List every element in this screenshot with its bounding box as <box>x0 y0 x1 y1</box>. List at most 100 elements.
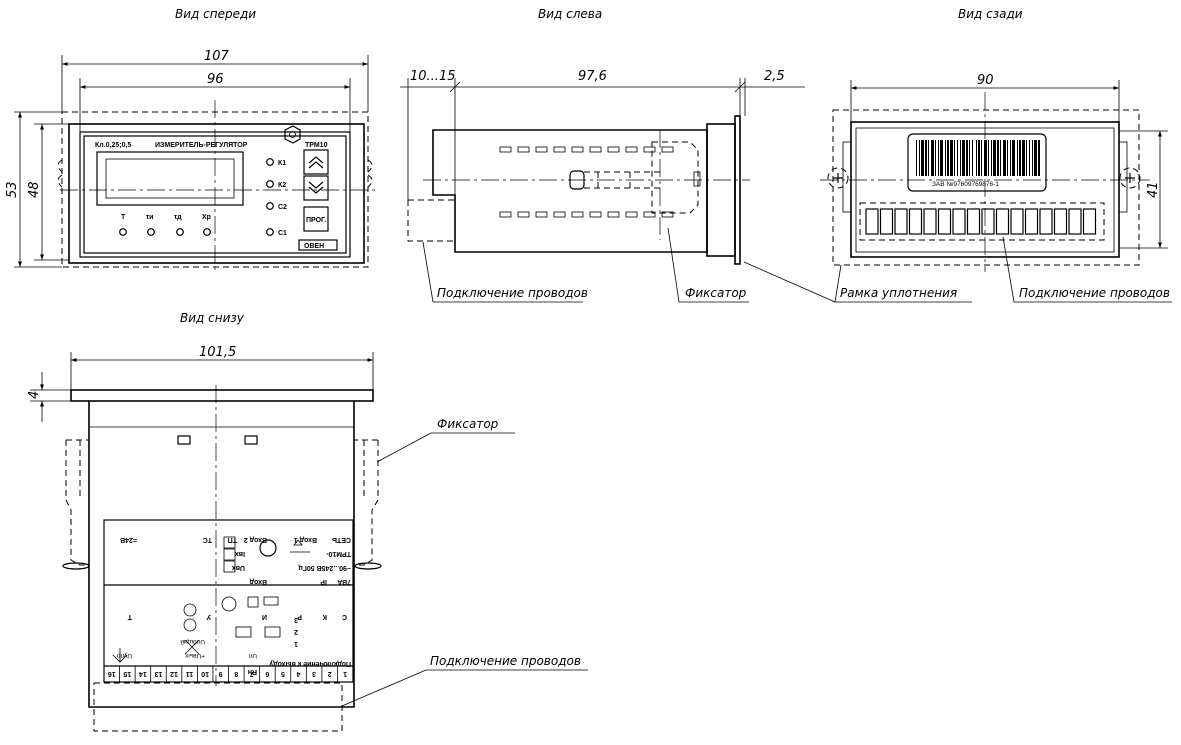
dim-rear-41: 41 <box>1146 181 1161 198</box>
barcode-bar <box>916 140 917 176</box>
rear-right-clip <box>1118 141 1128 213</box>
label-supply: =24В <box>120 536 137 543</box>
callout-latch-bottom: Фиксатор <box>437 417 499 431</box>
rear-terminal-outline <box>859 202 1105 241</box>
barcode-bar <box>997 140 999 176</box>
label-out-c: С <box>342 613 347 620</box>
led-k1-icon <box>266 158 274 166</box>
barcode-bar <box>935 140 936 176</box>
callout-wires-bottom: Подключение проводов <box>430 654 581 668</box>
label-un: Uп <box>248 652 257 659</box>
param-td-led-icon <box>176 228 184 236</box>
barcode-bar <box>925 140 927 176</box>
front-right-clip <box>367 159 373 188</box>
barcode-bar <box>947 140 949 176</box>
relay-pin-box <box>223 536 236 549</box>
rear-left-clip <box>842 141 852 213</box>
rear-terminal-slot <box>1068 208 1082 235</box>
display-window <box>96 151 244 206</box>
led-c2-icon <box>266 202 274 210</box>
label-uout: +Uвых <box>184 652 205 659</box>
bottom-front-frame <box>70 389 374 402</box>
label-input1: Вход 1 <box>294 536 317 543</box>
led-c2-label: С2 <box>278 204 287 211</box>
barcode-bar <box>1003 140 1006 176</box>
display-digits <box>105 158 235 199</box>
param-t-label: T <box>121 214 126 221</box>
label-tc: ТС <box>203 536 212 543</box>
barcode-bar <box>919 140 920 176</box>
barcode-bar <box>972 140 973 176</box>
rear-terminal-slot <box>995 208 1010 235</box>
barcode-bar <box>969 140 970 176</box>
barcode-bar <box>945 140 946 176</box>
barcode-bar <box>984 140 987 176</box>
param-ti-led-icon <box>147 228 155 236</box>
label-model-line: ТРМ10- <box>326 550 351 557</box>
triac-symbol-icon <box>290 539 310 553</box>
dim-front-53: 53 <box>5 181 20 198</box>
barcode-bar <box>1017 140 1018 176</box>
rear-terminal-slot <box>908 208 923 235</box>
leader-line <box>743 261 836 303</box>
rear-terminal-slot <box>966 208 981 235</box>
left-body <box>432 129 708 253</box>
dim-front-107: 107 <box>204 49 230 64</box>
relay-pin-box <box>223 560 236 573</box>
barcode-icon <box>916 140 1040 176</box>
button-down[interactable] <box>303 175 329 201</box>
model-box-1 <box>235 626 252 638</box>
label-out-k: К <box>322 613 327 620</box>
rear-terminal-slot <box>923 208 937 235</box>
rear-terminal-slot <box>894 208 908 235</box>
model-box-2 <box>264 626 281 638</box>
barcode-bar <box>1038 140 1040 176</box>
barcode-bar <box>931 140 934 176</box>
left-latch-tab <box>693 171 701 187</box>
rear-terminal-slot <box>952 208 966 235</box>
bottom-connector-outline <box>93 682 343 732</box>
terminal-number: 1 <box>343 670 347 677</box>
barcode-bar <box>921 140 924 176</box>
view-title-rear: Вид сзади <box>958 7 1023 21</box>
led-c1-icon <box>266 228 274 236</box>
rear-terminals <box>865 208 1097 235</box>
led-k2-icon <box>266 180 274 188</box>
left-connector-outline <box>407 199 456 242</box>
rear-right-screw-cross <box>1125 173 1135 183</box>
rear-view: ЗАВ №97609769876-1 90 41 Подключение про… <box>820 73 1172 303</box>
view-title-front: Вид спереди <box>175 7 256 21</box>
leader-line <box>422 241 434 303</box>
label-uin: Uвх <box>232 564 245 571</box>
terminal-number: 12 <box>170 670 178 677</box>
label-input: Вход <box>249 578 267 585</box>
button-prog[interactable] <box>303 206 329 232</box>
uin-symbol-icon <box>183 603 197 617</box>
barcode-bar <box>988 140 989 176</box>
label-relay-2: 2 <box>294 628 298 635</box>
leader-line <box>1002 236 1015 303</box>
label-out-i: И <box>262 613 267 620</box>
dim-front-48: 48 <box>27 181 42 198</box>
dim-tick <box>449 81 461 93</box>
label-voltage: ~90...245В 50Гц <box>298 564 351 571</box>
ip-box <box>263 596 279 606</box>
brand-text: ОВЕН <box>304 243 324 250</box>
left-seal-frame <box>734 115 741 265</box>
dim-left-gap: 10...15 <box>410 69 455 84</box>
label-ip: IP <box>320 578 327 585</box>
terminal-number: 3 <box>312 670 316 677</box>
rear-terminal-slot <box>937 208 952 235</box>
rear-terminal-slot <box>879 208 894 235</box>
front-bezel <box>68 123 365 264</box>
label-out-p: Р <box>297 613 302 620</box>
left-slots-bottom <box>499 211 674 218</box>
leader-line <box>667 227 680 303</box>
panel-title: ИЗМЕРИТЕЛЬ-РЕГУЛЯТОР <box>155 142 248 149</box>
tp-symbol-icon <box>184 639 200 655</box>
button-up[interactable] <box>303 149 329 175</box>
terminal-number: 7 <box>250 670 254 677</box>
